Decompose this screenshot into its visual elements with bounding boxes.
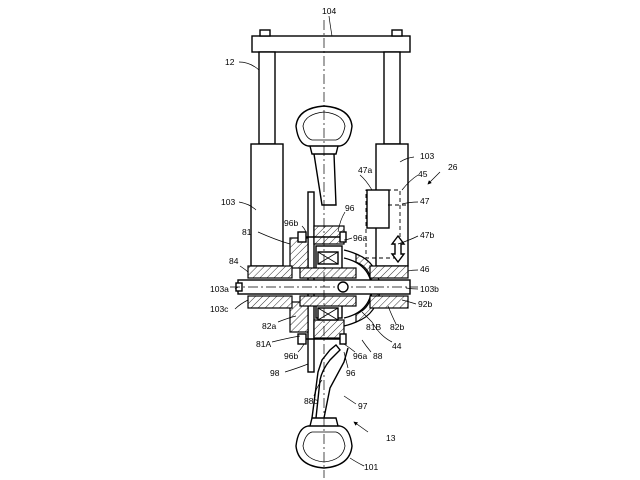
motion-arrow — [390, 234, 406, 264]
label-88: 88 — [373, 351, 383, 361]
label-82b: 82b — [390, 322, 404, 332]
label-12: 12 — [225, 57, 235, 67]
label-101: 101 — [364, 462, 378, 472]
wheel-disc — [311, 153, 349, 419]
arrow-13 — [353, 421, 369, 433]
label-84: 84 — [229, 256, 239, 266]
label-96-top: 96 — [345, 203, 355, 213]
label-81B: 81B — [366, 322, 381, 332]
label-96-bot: 96 — [346, 368, 356, 378]
label-97: 97 — [358, 401, 368, 411]
leader-lines — [234, 15, 419, 467]
label-47: 47 — [420, 196, 430, 206]
label-44: 44 — [392, 341, 402, 351]
label-98: 98 — [270, 368, 280, 378]
label-103a: 103a — [210, 284, 229, 294]
bearing-lower — [317, 307, 339, 321]
label-13: 13 — [386, 433, 396, 443]
label-81A: 81A — [256, 339, 271, 349]
fork-right — [375, 51, 409, 267]
label-82a: 82a — [262, 321, 276, 331]
label-47b: 47b — [420, 230, 434, 240]
label-96b-top: 96b — [284, 218, 298, 228]
label-46: 46 — [420, 264, 430, 274]
label-103-right: 103 — [420, 151, 434, 161]
label-103c: 103c — [210, 304, 229, 314]
label-103b: 103b — [420, 284, 439, 294]
label-92b: 92b — [418, 299, 432, 309]
sensor-module — [365, 189, 408, 259]
label-45: 45 — [418, 169, 428, 179]
label-47a: 47a — [358, 165, 372, 175]
arrow-26 — [427, 171, 441, 185]
bearing-upper — [317, 251, 339, 265]
label-88c: 88c — [304, 396, 318, 406]
label-26: 26 — [448, 162, 458, 172]
label-96a-bot: 96a — [353, 351, 367, 361]
label-103-left: 103 — [221, 197, 235, 207]
label-96a-top: 96a — [353, 233, 367, 243]
label-96b-bot: 96b — [284, 351, 298, 361]
axle — [230, 265, 418, 309]
bolt-lower — [297, 333, 347, 345]
reference-labels: 104 12 103 103 26 45 47a 47 47b 46 96b 9… — [210, 6, 458, 472]
label-81: 81 — [242, 227, 252, 237]
top-bridge-104 — [251, 29, 411, 53]
label-104: 104 — [322, 6, 336, 16]
fork-left — [250, 51, 284, 267]
bolt-upper — [297, 231, 347, 243]
